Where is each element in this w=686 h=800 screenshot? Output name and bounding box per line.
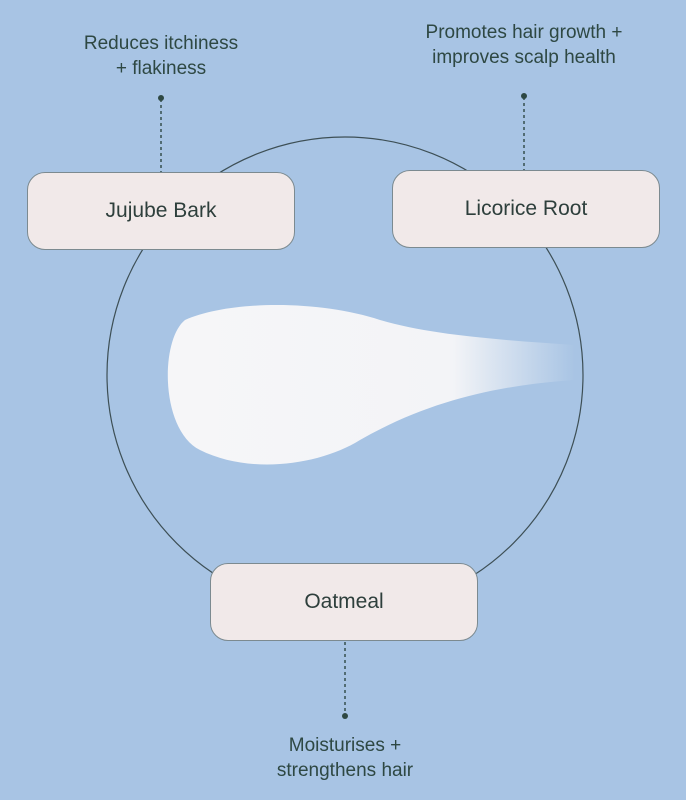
ingredient-box-oatmeal: Oatmeal [210,563,478,641]
dot-icon [521,93,527,99]
ingredient-name: Licorice Root [464,197,588,220]
ingredient-box-licorice-root: Licorice Root [392,170,660,248]
ingredient-name: Jujube Bark [105,199,217,222]
benefit-line: + flakiness [115,58,207,79]
benefit-line: Reduces itchiness [83,33,239,54]
cream-swatch-image [167,305,575,465]
ingredient-box-jujube-bark: Jujube Bark [27,172,295,250]
ingredient-name: Oatmeal [304,590,384,613]
dot-icon [158,95,164,101]
benefit-line: improves scalp health [432,47,616,68]
benefit-line: Promotes hair growth + [425,22,623,43]
benefit-line: strengthens hair [276,760,414,781]
benefit-oatmeal: Moisturises + strengthens hair [195,733,495,783]
dot-icon [342,713,348,719]
benefit-line: Moisturises + [288,735,402,756]
benefit-jujube: Reduces itchiness + flakiness [11,31,311,81]
benefit-licorice: Promotes hair growth + improves scalp he… [364,20,684,70]
